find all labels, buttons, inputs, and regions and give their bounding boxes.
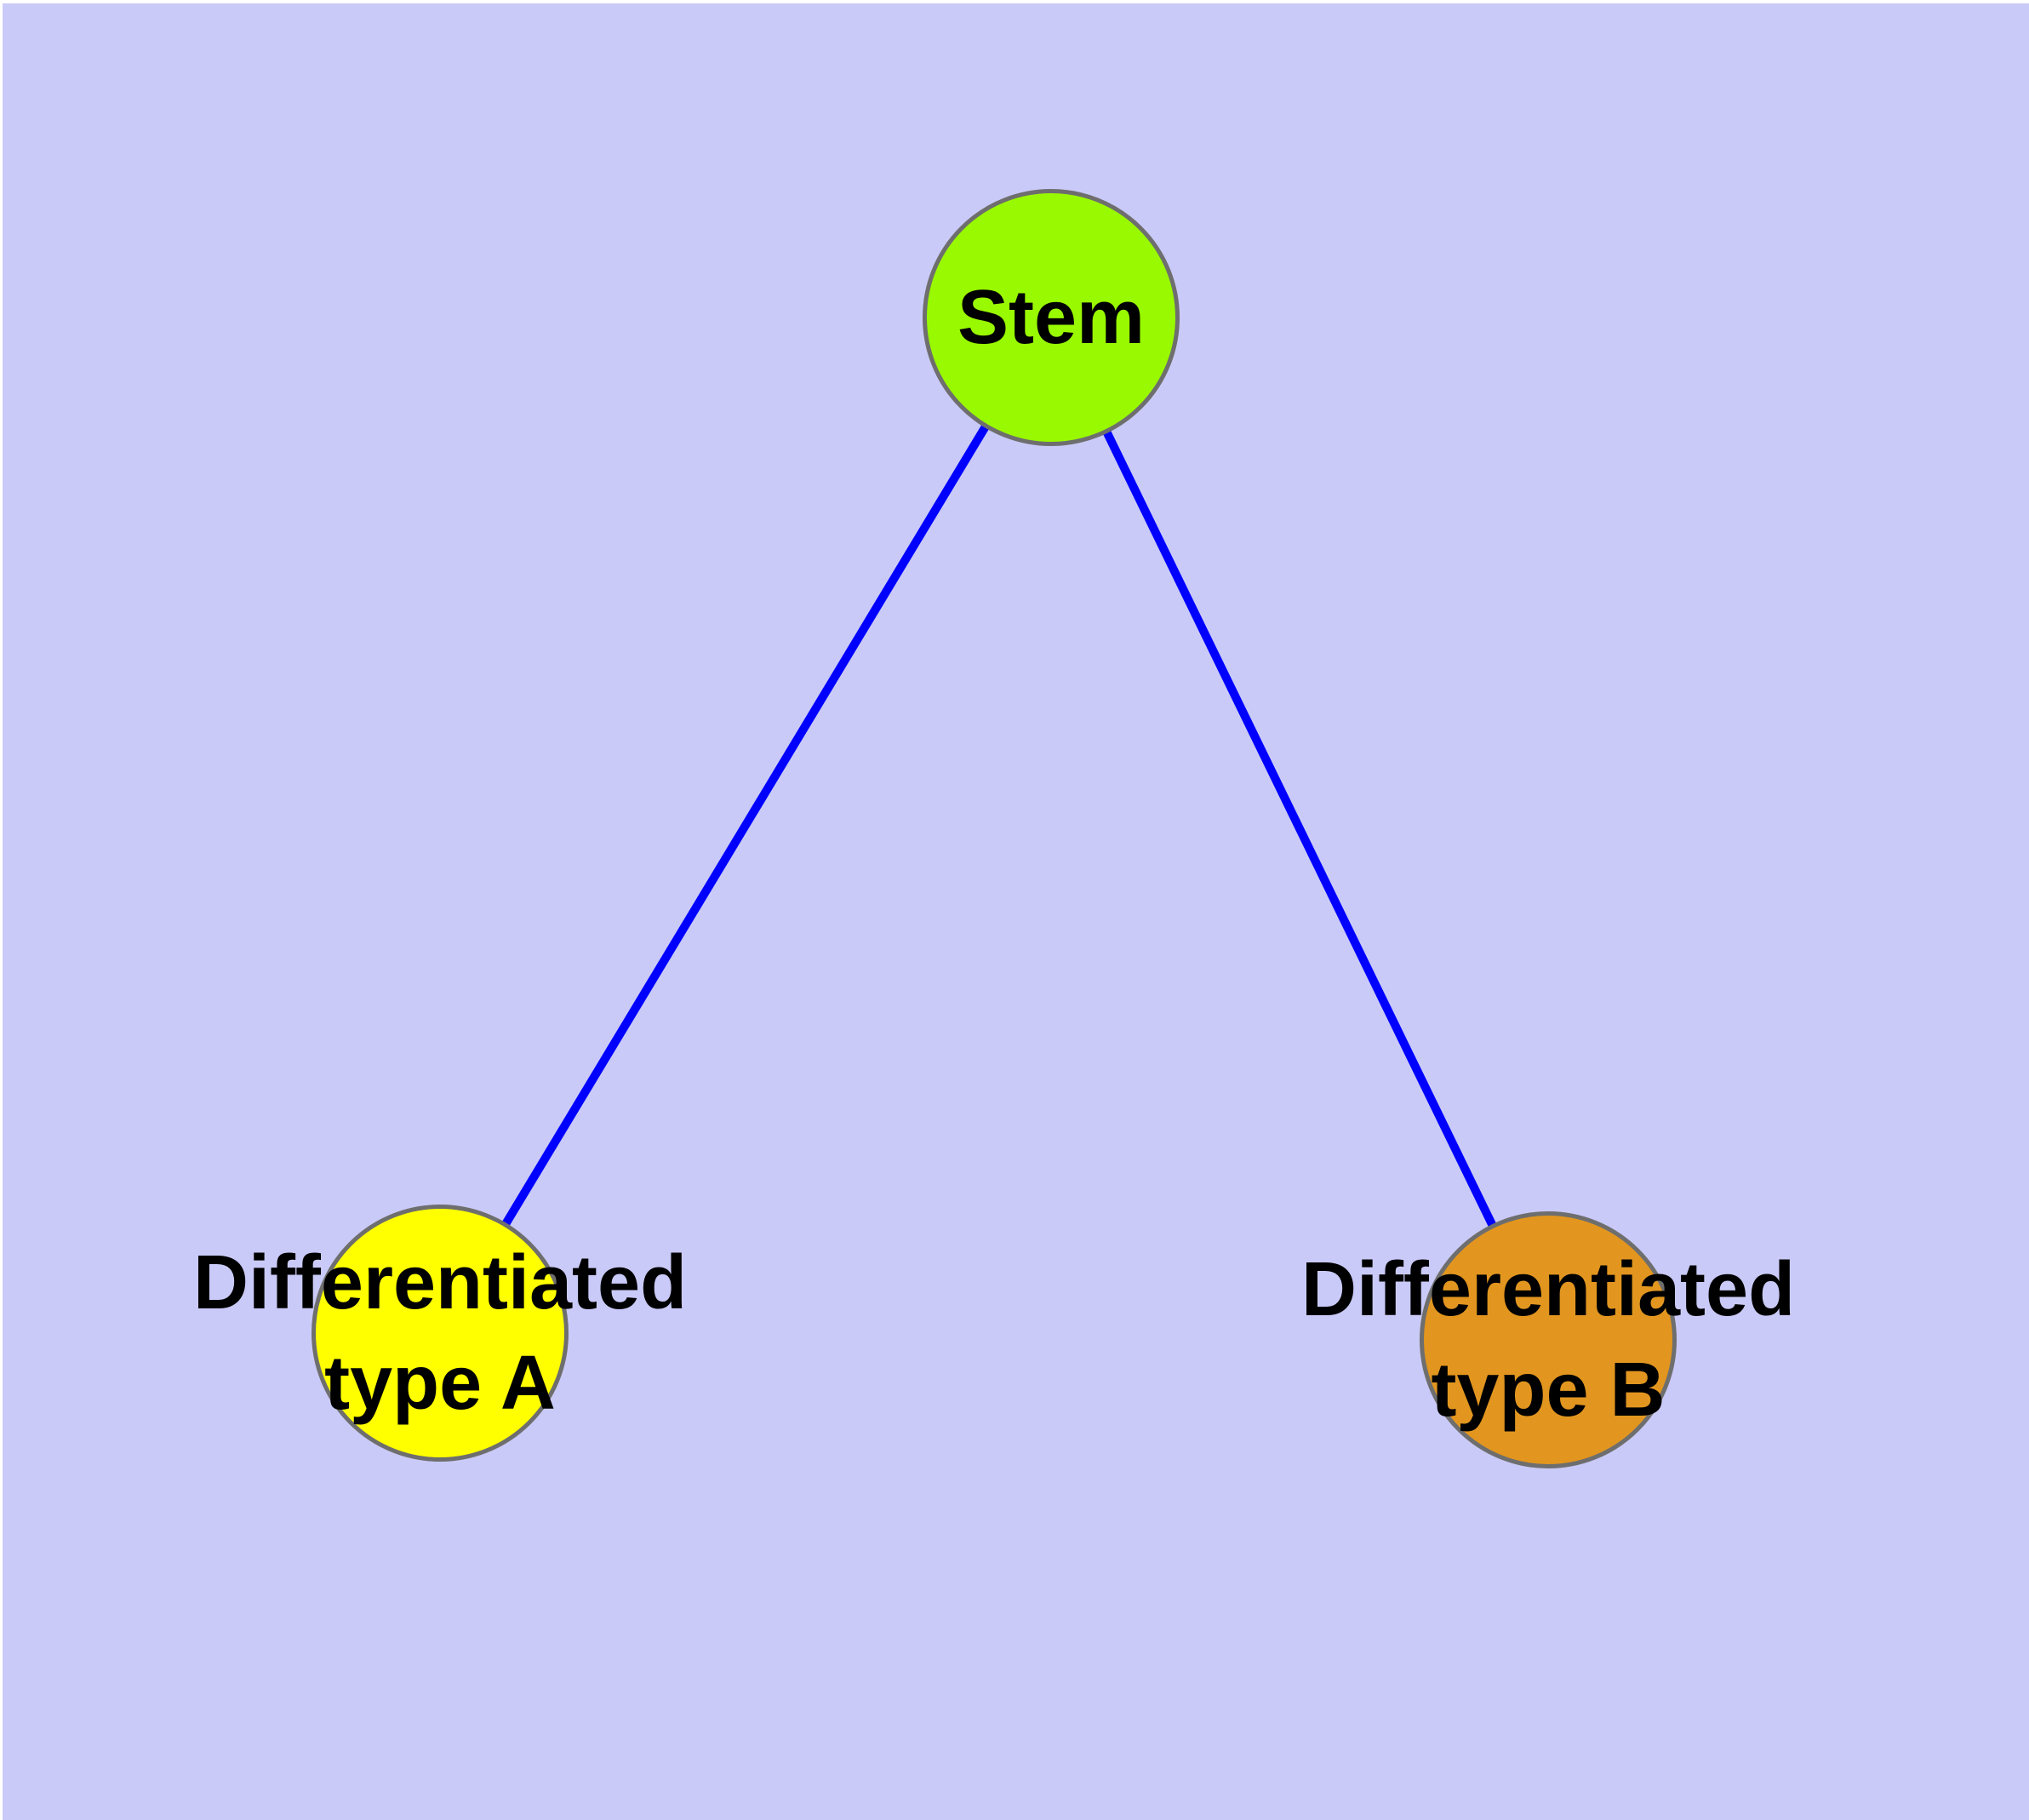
node-differentiated-type-b-label-line-2: type B [1431, 1348, 1666, 1433]
node-differentiated-type-b-label-line-1: Differentiated [1300, 1247, 1796, 1332]
node-stem-label: Stem [957, 267, 1145, 368]
edge-stem-to-differentiated-type-a [436, 315, 1055, 1336]
edge-stem-to-differentiated-type-b [1047, 315, 1552, 1342]
node-differentiated-type-a-label-line-2: type A [324, 1341, 556, 1426]
node-differentiated-type-a-label: Differentiated type A [193, 1233, 687, 1434]
node-differentiated-type-a: Differentiated type A [193, 1205, 687, 1462]
node-differentiated-type-b: Differentiated type B [1301, 1211, 1795, 1468]
node-differentiated-type-a-label-line-1: Differentiated [192, 1240, 688, 1325]
node-stem: Stem [923, 189, 1180, 446]
node-stem-label-line: Stem [957, 275, 1146, 360]
node-differentiated-type-b-label: Differentiated type B [1301, 1239, 1795, 1440]
